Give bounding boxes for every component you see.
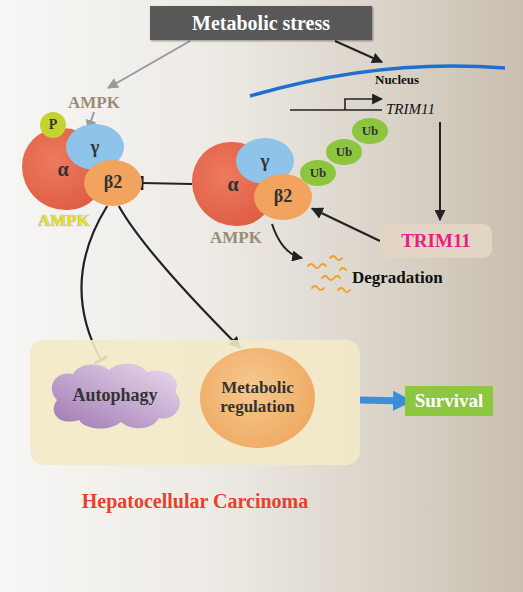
context-panel: Hepatocellular CarcinomaAutophagyMetabol…: [30, 340, 360, 465]
node-text: P: [49, 117, 58, 132]
node-text: Metabolic stress: [192, 12, 330, 34]
text-label: TRIM11: [386, 101, 435, 118]
expression-arrow: [439, 122, 441, 220]
node-text: β2: [274, 187, 292, 207]
inhibition-connector: [142, 183, 192, 184]
fragment: [312, 286, 324, 290]
fragment: [338, 288, 350, 292]
node-text: γ: [261, 151, 270, 172]
fragment: [330, 256, 342, 260]
text-label: AMPK: [38, 211, 90, 231]
node-text: β2: [104, 173, 122, 193]
node-text: Ub: [336, 145, 353, 159]
node-text: α: [57, 158, 68, 180]
autophagy-cloud: Autophagy: [45, 360, 185, 432]
cloud-outline: [52, 363, 180, 428]
text-label: Degradation: [352, 268, 443, 288]
stress-arrow: [108, 41, 190, 88]
degraded-fragments: [308, 256, 350, 292]
promoter-arrow: [345, 99, 382, 110]
metabolic-ellipse: Metabolic regulation: [200, 348, 315, 448]
gene-line: [290, 109, 382, 111]
fragment: [308, 264, 326, 268]
node-text: Survival: [415, 391, 484, 412]
ubiquitin-circle: Ub: [352, 118, 388, 144]
panel-heading: Hepatocellular Carcinoma: [30, 490, 360, 512]
text-label: AMPK: [68, 93, 120, 113]
stress-arrow: [335, 41, 382, 62]
beta2-subunit: β2: [254, 174, 312, 220]
node-text: Autophagy: [72, 386, 157, 406]
ubiquitin-circle: Ub: [326, 139, 362, 165]
stress-box: Metabolic stress: [150, 6, 372, 40]
node-text: Ub: [310, 166, 327, 180]
node-text: γ: [91, 137, 100, 158]
text-label: AMPK: [210, 228, 262, 248]
fragment: [340, 268, 346, 270]
inhibition-connector: [81, 206, 107, 360]
arrow-connector: [312, 209, 380, 242]
arrow-connector: [360, 400, 405, 401]
node-text: Metabolic regulation: [206, 379, 309, 416]
node-text: α: [227, 173, 238, 195]
nuclear-membrane: [250, 66, 505, 96]
fragment: [322, 276, 340, 280]
beta2-subunit: β2: [84, 160, 142, 206]
arrow-connector: [119, 206, 240, 348]
text-label: Nucleus: [375, 72, 419, 88]
node-text: TRIM11: [401, 231, 471, 252]
trim11-box: TRIM11: [380, 224, 492, 258]
node-text: Ub: [362, 124, 379, 138]
degradation-arrow: [272, 224, 302, 258]
phospho-circle: P: [40, 112, 66, 138]
survival-box: Survival: [405, 386, 493, 416]
